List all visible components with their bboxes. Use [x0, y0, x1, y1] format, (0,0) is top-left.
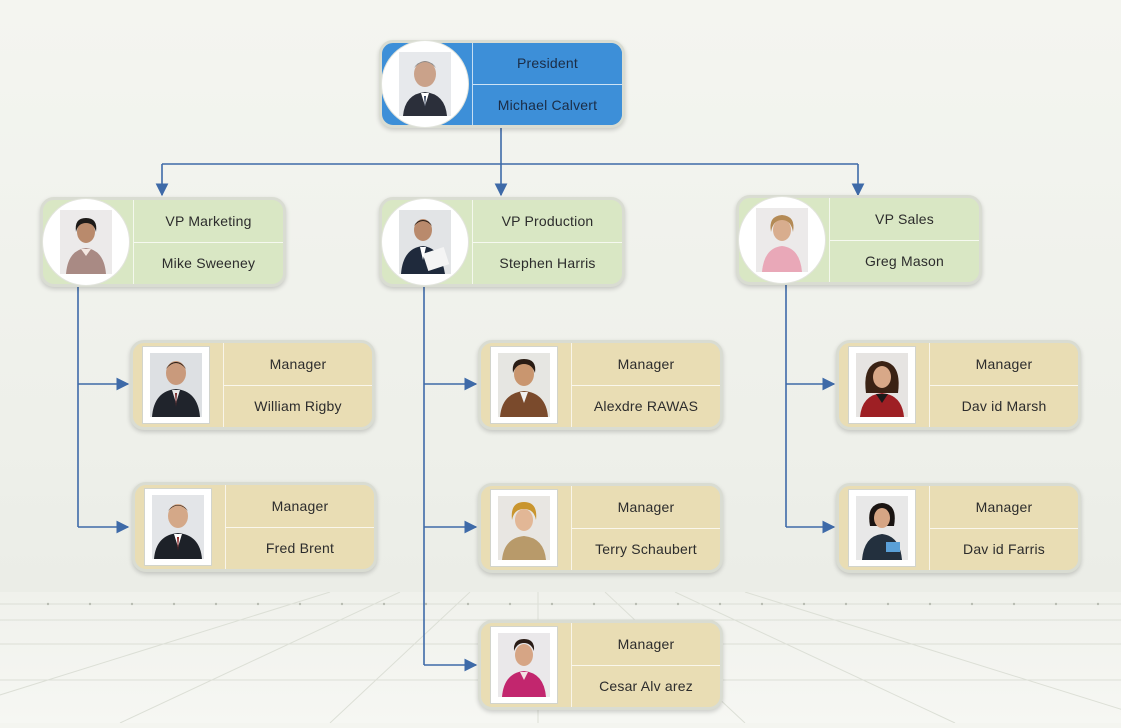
- president-node[interactable]: President Michael Calvert: [379, 40, 625, 128]
- manager-title: Manager: [617, 498, 675, 515]
- manager-david-farris-node[interactable]: Manager Dav id Farris: [836, 483, 1081, 573]
- vp-marketing-node[interactable]: VP Marketing Mike Sweeney: [40, 197, 286, 287]
- portrait-woman-magenta-icon: [498, 633, 550, 697]
- manager-name: Fred Brent: [226, 526, 374, 570]
- person-photo-icon: [491, 347, 557, 423]
- vp-production-title: VP Production: [501, 212, 594, 229]
- person-photo-icon: [143, 347, 209, 423]
- portrait-man-icon: [150, 353, 202, 417]
- portrait-woman-dark-suit-icon: [856, 496, 908, 560]
- manager-name: Terry Schaubert: [572, 527, 720, 571]
- manager-name: Alexdre RAWAS: [572, 384, 720, 428]
- person-photo-icon: [491, 627, 557, 703]
- manager-title: Manager: [975, 355, 1033, 372]
- portrait-man-suit-icon: [399, 52, 451, 116]
- vp-sales-name: Greg Mason: [830, 239, 979, 283]
- person-photo-icon: [491, 490, 557, 566]
- manager-cesar-alvarez-node[interactable]: Manager Cesar Alv arez: [478, 620, 723, 710]
- manager-title: Manager: [271, 497, 329, 514]
- manager-name: Dav id Marsh: [930, 384, 1078, 428]
- vp-marketing-name: Mike Sweeney: [134, 241, 283, 285]
- person-photo-icon: [849, 347, 915, 423]
- vp-sales-photo: [739, 197, 829, 283]
- manager-title: Manager: [617, 355, 675, 372]
- president-photo: [382, 41, 472, 127]
- manager-title: Manager: [975, 498, 1033, 515]
- manager-title: Manager: [269, 355, 327, 372]
- portrait-man-brown-jacket-icon: [498, 353, 550, 417]
- vp-sales-title: VP Sales: [875, 210, 934, 227]
- person-photo-icon: [43, 199, 129, 285]
- manager-name: Dav id Farris: [930, 527, 1078, 571]
- vp-marketing-title: VP Marketing: [165, 212, 252, 229]
- vp-marketing-photo: [43, 199, 133, 285]
- vp-production-node[interactable]: VP Production Stephen Harris: [379, 197, 625, 287]
- portrait-woman-blonde-icon: [498, 496, 550, 560]
- manager-fred-brent-node[interactable]: Manager Fred Brent: [132, 482, 377, 572]
- manager-name: Cesar Alv arez: [572, 664, 720, 708]
- portrait-woman-pink-icon: [756, 208, 808, 272]
- portrait-man-icon: [152, 495, 204, 559]
- person-photo-icon: [739, 197, 825, 283]
- manager-terry-schaubert-node[interactable]: Manager Terry Schaubert: [478, 483, 723, 573]
- vp-production-name: Stephen Harris: [473, 241, 622, 285]
- person-photo-icon: [145, 489, 211, 565]
- portrait-man-reading-icon: [399, 210, 451, 274]
- manager-william-rigby-node[interactable]: Manager William Rigby: [130, 340, 375, 430]
- manager-david-marsh-node[interactable]: Manager Dav id Marsh: [836, 340, 1081, 430]
- person-photo-icon: [382, 41, 468, 127]
- manager-title: Manager: [617, 635, 675, 652]
- vp-sales-node[interactable]: VP Sales Greg Mason: [736, 195, 982, 285]
- vp-production-photo: [382, 199, 472, 285]
- president-title: President: [517, 55, 578, 72]
- manager-alexdre-rawas-node[interactable]: Manager Alexdre RAWAS: [478, 340, 723, 430]
- person-photo-icon: [382, 199, 468, 285]
- manager-name: William Rigby: [224, 384, 372, 428]
- president-name: Michael Calvert: [473, 83, 622, 126]
- person-photo-icon: [849, 490, 915, 566]
- portrait-woman-icon: [60, 210, 112, 274]
- portrait-woman-red-icon: [856, 353, 908, 417]
